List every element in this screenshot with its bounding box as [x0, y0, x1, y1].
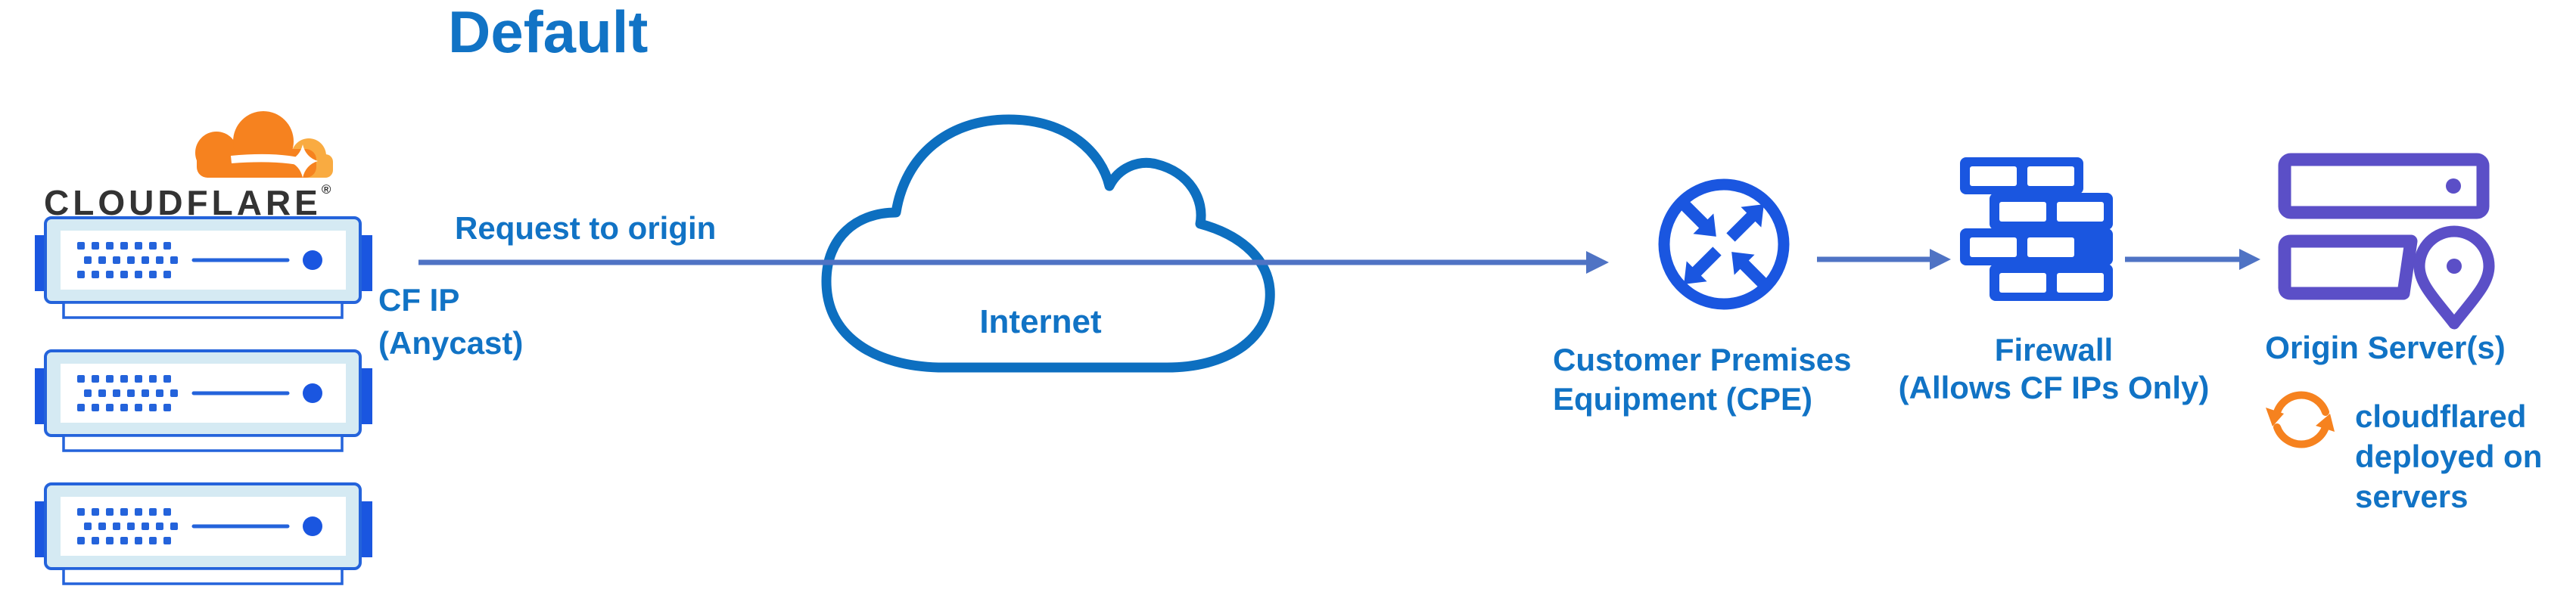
- cloudflare-wordmark: CLOUDFLARE®: [44, 182, 331, 222]
- edge-servers-icon: [33, 216, 374, 594]
- server-unit-2: [35, 351, 372, 451]
- origin-servers-icon: [2278, 153, 2495, 330]
- page-title: Default: [448, 0, 649, 65]
- registered-mark: ®: [321, 182, 331, 197]
- cf-ip-anycast-label: CF IP (Anycast): [378, 282, 524, 361]
- cpe-label: Customer Premises Equipment (CPE): [1553, 342, 1852, 417]
- cloudflare-logo-icon: [195, 111, 333, 178]
- server-unit-1: [35, 218, 372, 318]
- internet-label: Internet: [979, 303, 1102, 340]
- origin-servers-label: Origin Server(s): [2265, 330, 2506, 365]
- origin-server-bar-bottom: [2278, 234, 2418, 300]
- request-to-origin-label: Request to origin: [455, 210, 717, 246]
- origin-server-bar-top: [2278, 153, 2490, 219]
- server-unit-3: [35, 484, 372, 584]
- cloudflare-flare: [231, 144, 318, 178]
- cloudflared-note: cloudflared deployed on servers: [2355, 398, 2543, 514]
- firewall-label: Firewall (Allows CF IPs Only): [1898, 332, 2210, 405]
- firewall-icon: [1960, 157, 2113, 301]
- location-pin-icon: [2413, 225, 2495, 330]
- cpe-to-firewall-arrow: [1817, 249, 1951, 270]
- internet-cloud-icon: [821, 114, 1275, 373]
- cpe-icon: [1658, 178, 1790, 310]
- firewall-to-origin-arrow: [2125, 249, 2260, 270]
- sync-icon: [2266, 391, 2335, 448]
